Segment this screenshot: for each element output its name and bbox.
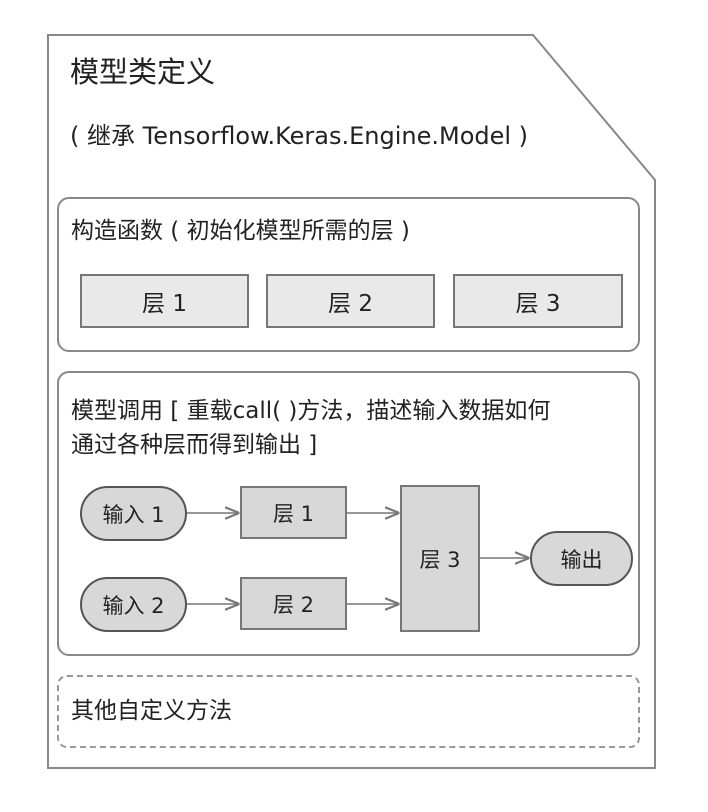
constructor-layer-2: 层 2 bbox=[266, 274, 435, 328]
constructor-title: 构造函数 ( 初始化模型所需的层 ) bbox=[71, 218, 410, 244]
input-1-node: 输入 1 bbox=[80, 486, 187, 541]
output-node: 输出 bbox=[530, 531, 633, 586]
constructor-layer-1: 层 1 bbox=[80, 274, 249, 328]
model-class-subtitle: ( 继承 Tensorflow.Keras.Engine.Model ) bbox=[70, 122, 529, 150]
input-2-node: 输入 2 bbox=[80, 577, 187, 632]
flow-layer-1: 层 1 bbox=[240, 486, 347, 539]
flow-layer-3: 层 3 bbox=[400, 485, 480, 632]
call-title: 模型调用 [ 重载call( )方法，描述输入数据如何 通过各种层而得到输出 ] bbox=[71, 394, 631, 462]
call-title-line-2: 通过各种层而得到输出 ] bbox=[71, 432, 318, 458]
constructor-layer-3: 层 3 bbox=[453, 274, 623, 328]
model-class-title: 模型类定义 bbox=[70, 55, 216, 89]
other-methods-title: 其他自定义方法 bbox=[71, 698, 232, 724]
flow-layer-2: 层 2 bbox=[240, 577, 347, 630]
call-title-line-1: 模型调用 [ 重载call( )方法，描述输入数据如何 bbox=[71, 398, 551, 424]
other-methods-panel bbox=[57, 675, 640, 748]
